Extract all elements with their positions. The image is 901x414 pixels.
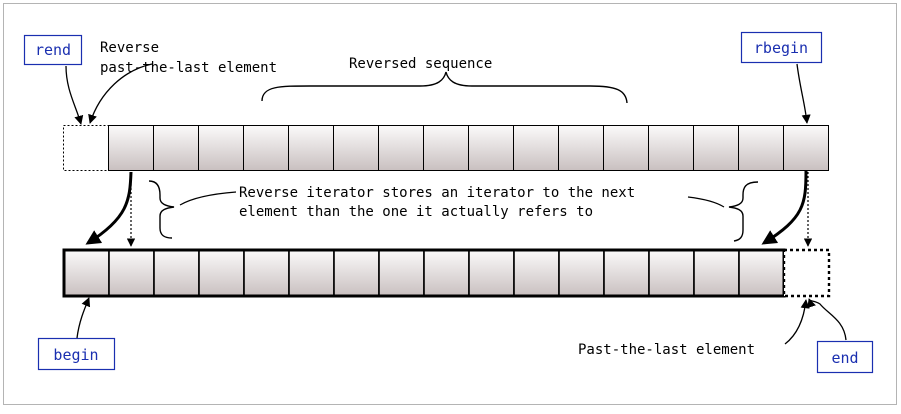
reverse-element-cell	[108, 125, 154, 171]
forward-element-cell	[423, 249, 470, 297]
end-box	[816, 340, 874, 374]
rend-label: rend	[35, 41, 71, 59]
note-left-connector	[179, 191, 237, 206]
forward-element-cell	[198, 249, 245, 297]
note-right-connector	[687, 196, 725, 208]
begin-arrow	[76, 297, 91, 339]
reverse-element-cell	[468, 125, 514, 171]
reverse-past-last-arrow	[88, 63, 153, 124]
reverse-element-cell	[738, 125, 784, 171]
reverse-element-cell	[648, 125, 694, 171]
forward-element-cell	[153, 249, 200, 297]
rbegin-arrow	[796, 63, 811, 124]
rbegin-to-last-arrow	[761, 170, 808, 245]
forward-element-cell	[693, 249, 740, 297]
past-last-arrow	[784, 299, 810, 345]
reverse-element-cell	[423, 125, 469, 171]
reverse-element-cell	[333, 125, 379, 171]
begin-label: begin	[53, 346, 98, 364]
note-line1: Reverse iterator stores an iterator to t…	[239, 185, 635, 201]
reverse-element-cell	[288, 125, 334, 171]
reverse-element-cell	[558, 125, 604, 171]
left-brace	[148, 180, 175, 239]
forward-element-cell	[108, 249, 155, 297]
right-brace	[728, 181, 759, 242]
reverse-element-cell	[513, 125, 559, 171]
forward-element-cell	[288, 249, 335, 297]
reverse-note-line1: Reverse	[100, 40, 159, 56]
forward-element-cell	[603, 249, 650, 297]
note-line2: element than the one it actually refers …	[239, 204, 593, 220]
reverse-element-cell	[783, 125, 829, 171]
past-the-last-caption: Past-the-last element	[578, 342, 755, 358]
end-arrow	[807, 298, 847, 341]
reverse-element-cell	[603, 125, 649, 171]
end-label: end	[831, 349, 858, 367]
forward-sequence-row	[62, 248, 831, 298]
reverse-element-cell	[243, 125, 289, 171]
rend-box	[23, 34, 83, 66]
forward-element-cell	[63, 249, 110, 297]
forward-element-cell	[243, 249, 290, 297]
reverse-sequence-row	[63, 125, 829, 171]
past-the-last-cell	[782, 248, 831, 298]
reverse-element-cell	[378, 125, 424, 171]
begin-box	[37, 337, 116, 371]
reverse-row-outline	[108, 125, 829, 171]
forward-element-cell	[558, 249, 605, 297]
forward-element-cell	[468, 249, 515, 297]
rbegin-label: rbegin	[754, 39, 808, 57]
reverse-note-line2: past-the-last element	[100, 60, 277, 76]
reversed-sequence-title: Reversed sequence	[349, 56, 492, 72]
forward-element-cell	[738, 249, 785, 297]
reverse-element-cell	[693, 125, 739, 171]
forward-element-cell	[513, 249, 560, 297]
forward-element-cell	[648, 249, 695, 297]
rend-arrow	[65, 65, 84, 125]
forward-element-cell	[333, 249, 380, 297]
reverse-element-cell	[153, 125, 199, 171]
rbegin-box	[740, 31, 823, 64]
reversed-sequence-brace	[261, 71, 628, 104]
rend-to-begin-arrow	[85, 171, 133, 245]
forward-element-cell	[378, 249, 425, 297]
outer-frame	[3, 3, 897, 405]
reverse-past-last-cell	[63, 125, 109, 171]
reverse-element-cell	[198, 125, 244, 171]
